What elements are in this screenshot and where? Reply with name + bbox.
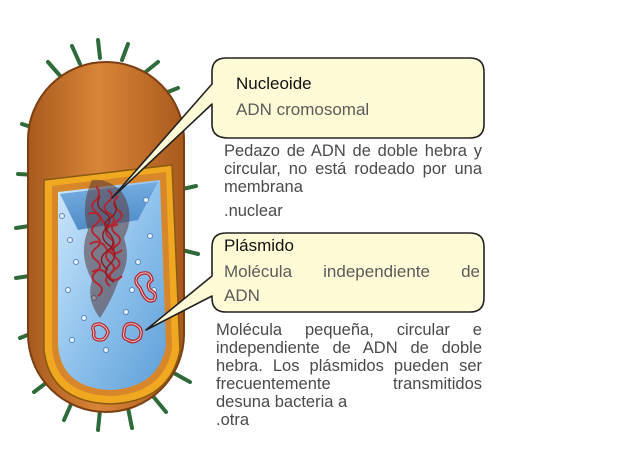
nucleoid-callout — [111, 57, 485, 199]
nucleoid-description: Pedazo de ADN de doble hebra y circular,… — [224, 142, 482, 196]
ribosomes — [59, 197, 157, 353]
plasmid-callout — [145, 232, 485, 331]
nucleoid-dna — [83, 179, 130, 318]
plasmid-description-tail: .otra — [216, 411, 250, 429]
nucleoid-description-tail: .nuclear — [224, 202, 283, 220]
plasmid-subtitle-line1: Molécula independiente de — [224, 262, 480, 281]
plasmid-title: Plásmido — [224, 236, 294, 255]
nucleoid-subtitle: ADN cromosomal — [236, 100, 370, 119]
plasmids — [91, 271, 158, 344]
plasmid-subtitle-line2: ADN — [224, 286, 260, 305]
nucleoid-title: Nucleoide — [236, 74, 312, 93]
plasmid-description: Molécula pequeña, circular e independien… — [216, 321, 482, 411]
